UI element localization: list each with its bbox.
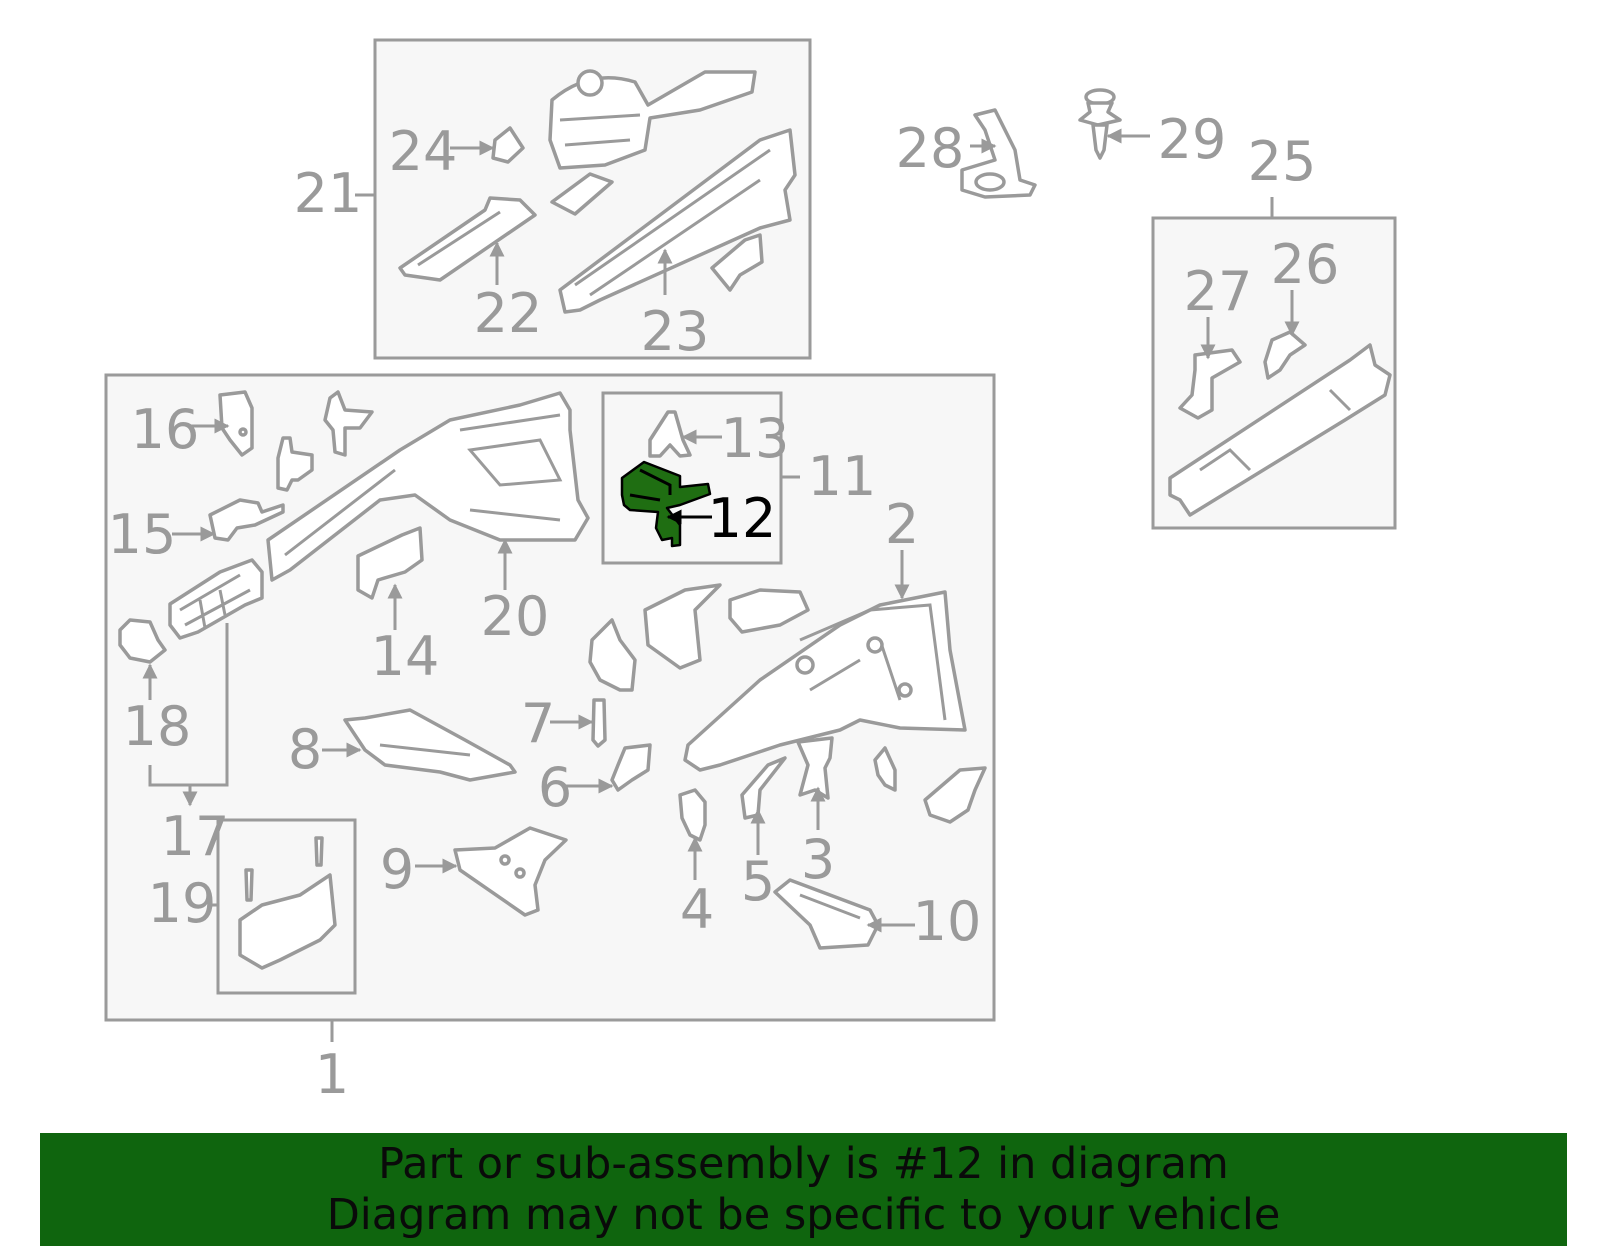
part-20[interactable] [266,391,590,582]
callout-16[interactable]: 16 [131,398,200,461]
part-10[interactable] [773,878,880,950]
part-17-crash-box[interactable] [168,558,264,640]
part-6[interactable] [610,743,652,792]
callout-8[interactable]: 8 [288,718,322,781]
callout-25[interactable]: 25 [1248,130,1317,193]
part-22[interactable] [398,196,537,282]
part-small-bracket-top[interactable] [550,172,614,216]
callout-23[interactable]: 23 [641,300,710,363]
callout-12-highlighted[interactable]: 12 [708,487,777,550]
callout-11[interactable]: 11 [808,445,877,508]
part-bracket-b[interactable] [276,436,314,492]
part-small-bracket-23[interactable] [710,233,764,292]
part-bracket-f[interactable] [873,746,897,792]
callout-24[interactable]: 24 [389,120,458,183]
part-28[interactable] [960,108,1037,199]
part-bracket-g[interactable] [923,766,987,824]
part-bracket-e[interactable] [728,588,810,634]
callout-6[interactable]: 6 [538,756,572,819]
callout-3[interactable]: 3 [801,828,835,891]
callout-7[interactable]: 7 [521,692,555,755]
callout-1[interactable]: 1 [315,1043,349,1106]
part-15[interactable] [208,498,285,542]
callout-15[interactable]: 15 [108,503,177,566]
part-4[interactable] [678,788,707,842]
callout-20[interactable]: 20 [481,585,550,648]
part-23[interactable] [558,128,797,314]
callout-22[interactable]: 22 [474,282,543,345]
part-12-highlighted[interactable] [620,460,712,548]
part-27[interactable] [1178,348,1242,420]
part-7[interactable] [591,698,607,748]
part-5[interactable] [740,756,787,820]
part-bracket-a[interactable] [323,390,374,457]
caption-line-1: Part or sub-assembly is #12 in diagram [378,1138,1229,1189]
part-29[interactable] [1078,88,1122,160]
part-3[interactable] [796,736,834,800]
part-rail-25[interactable] [1168,343,1392,517]
callout-13[interactable]: 13 [721,407,790,470]
part-strut-tower-upper[interactable] [548,69,757,170]
callout-18[interactable]: 18 [123,695,192,758]
callout-10[interactable]: 10 [913,890,982,953]
callout-14[interactable]: 14 [371,625,440,688]
part-2[interactable] [683,590,967,772]
caption-line-2: Diagram may not be specific to your vehi… [326,1189,1281,1240]
callout-19[interactable]: 19 [148,872,217,935]
callout-9[interactable]: 9 [380,838,414,901]
callout-27[interactable]: 27 [1184,260,1253,323]
part-14[interactable] [356,526,424,600]
callout-28[interactable]: 28 [896,117,965,180]
callout-4[interactable]: 4 [680,878,714,941]
callout-17[interactable]: 17 [161,805,230,868]
part-bracket-c[interactable] [588,618,637,692]
part-8[interactable] [343,708,517,782]
callout-2[interactable]: 2 [885,493,919,556]
callout-26[interactable]: 26 [1271,233,1340,296]
part-9[interactable] [453,826,568,917]
part-18[interactable] [118,618,167,664]
leader-17 [148,623,229,805]
callout-29[interactable]: 29 [1158,108,1227,171]
callout-21[interactable]: 21 [294,162,363,225]
part-bracket-d[interactable] [643,583,722,670]
part-19[interactable] [238,836,337,970]
part-13[interactable] [648,410,692,458]
callout-5[interactable]: 5 [741,850,775,913]
highlight-caption-banner: Part or sub-assembly is #12 in diagram D… [40,1133,1567,1246]
